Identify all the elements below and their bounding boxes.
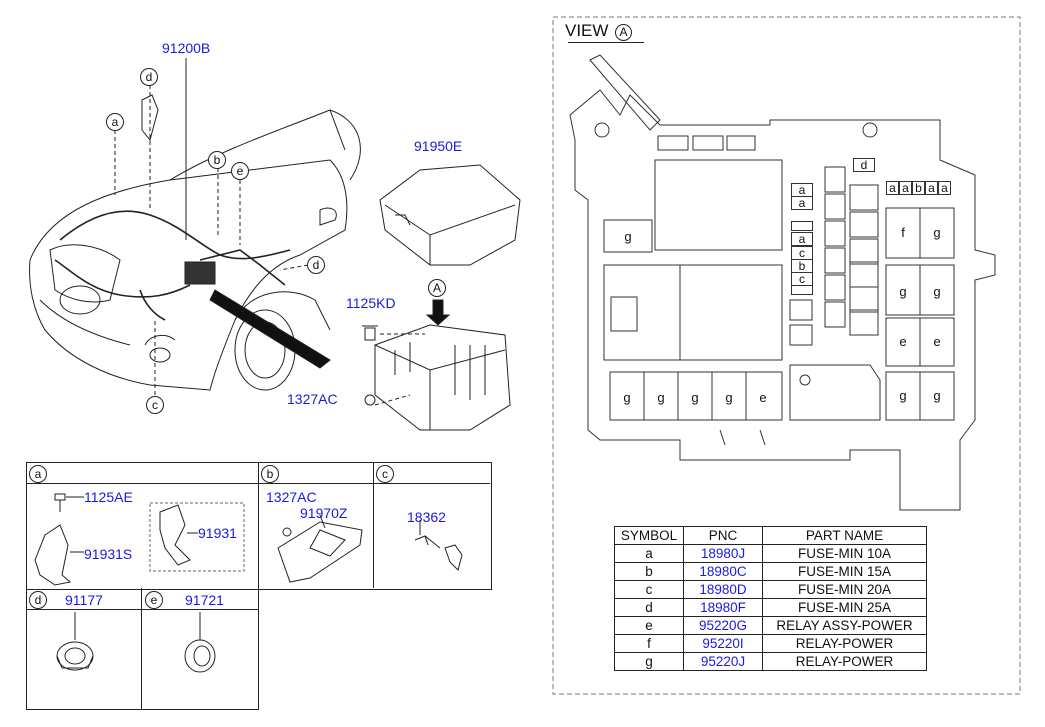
detail-a-pnc-3: 91931 [198,525,237,541]
pnc-cell[interactable]: 95220I [683,634,763,653]
relay-label: g [623,390,631,405]
detail-d-pnc: 91177 [65,592,103,608]
part-name-cell: FUSE-MIN 10A [762,544,927,563]
fuse-slot [791,221,813,231]
detail-c-pnc: 18362 [407,509,446,525]
fuse-label: a [899,181,912,195]
detail-a-pnc-2: 91931S [84,546,133,562]
relay-label: g [933,388,941,403]
symbol-cell: c [614,580,684,599]
nut-pnc-label: 1327AC [287,391,338,407]
relay-label: g [657,390,665,405]
detail-grid-divider [373,462,374,588]
detail-grid-divider [26,609,258,610]
fuse-label: c [791,272,813,286]
header-pnc: PNC [683,526,763,545]
relay-label: g [933,225,941,240]
part-name-cell: RELAY-POWER [762,634,927,653]
part-name-cell: FUSE-MIN 25A [762,598,927,617]
pnc-cell[interactable]: 18980J [683,544,763,563]
pnc-cell[interactable]: 18980C [683,562,763,581]
pnc-cell[interactable]: 18980F [683,598,763,617]
relay-label: g [691,390,699,405]
detail-d-marker: d [29,591,47,609]
header-symbol: SYMBOL [614,526,684,545]
callout-d-top: d [140,68,158,86]
fuse-slot [791,285,813,295]
fuse-label: b [791,259,813,273]
relay-label: f [901,225,905,240]
view-marker-callout: A [428,279,446,297]
callout-e: e [231,162,249,180]
view-title-marker: A [615,24,632,41]
detail-b-pnc-2: 91970Z [300,505,348,521]
cover-pnc-label: 91950E [414,138,463,154]
relay-label: g [899,284,907,299]
callout-d-right: d [307,256,325,274]
part-name-cell: FUSE-MIN 20A [762,580,927,599]
fuse-label: d [853,158,875,172]
symbol-cell: d [614,598,684,617]
part-name-cell: RELAY ASSY-POWER [762,616,927,635]
pnc-cell[interactable]: 95220G [683,616,763,635]
detail-e-pnc: 91721 [185,592,224,608]
detail-grid-top [26,462,492,590]
fuse-label: b [912,181,925,195]
detail-a-pnc-1: 1125AE [84,489,133,505]
harness-pnc-label: 91200B [162,40,211,56]
fuse-label: a [886,181,899,195]
relay-label: e [899,334,907,349]
callout-b: b [208,151,226,169]
relay-label: g [899,388,907,403]
detail-e-marker: e [145,591,163,609]
header-part-name: PART NAME [762,526,927,545]
view-title: VIEW [565,21,608,41]
callout-c: c [146,396,164,414]
symbol-cell: g [614,652,684,671]
detail-a-marker: a [29,465,47,483]
relay-label: e [933,334,941,349]
relay-label: g [624,229,632,244]
detail-b-pnc-1: 1327AC [266,489,317,505]
bolt-pnc-label: 1125KD [346,295,396,311]
part-name-cell: FUSE-MIN 15A [762,562,927,581]
fuse-label: a [938,181,951,195]
view-title-underline [568,42,644,43]
fuse-label: a [791,196,813,210]
symbol-cell: a [614,544,684,563]
detail-grid-divider [258,462,259,588]
symbol-cell: e [614,616,684,635]
detail-b-marker: b [261,465,279,483]
relay-label: g [725,390,733,405]
detail-c-marker: c [376,465,394,483]
relay-label: e [759,390,767,405]
pnc-cell[interactable]: 18980D [683,580,763,599]
detail-grid-divider [141,588,142,709]
view-title-text: VIEW [565,21,609,40]
part-name-cell: RELAY-POWER [762,652,927,671]
symbol-cell: b [614,562,684,581]
callout-a: a [106,113,124,131]
fuse-label: a [791,183,813,197]
pnc-cell[interactable]: 95220J [683,652,763,671]
fuse-label: a [925,181,938,195]
fuse-label: a [791,232,813,246]
detail-grid-bottom [26,588,259,710]
relay-label: g [933,284,941,299]
symbol-cell: f [614,634,684,653]
table-header-row: SYMBOL PNC PART NAME [614,526,927,545]
fuse-label: c [791,246,813,260]
